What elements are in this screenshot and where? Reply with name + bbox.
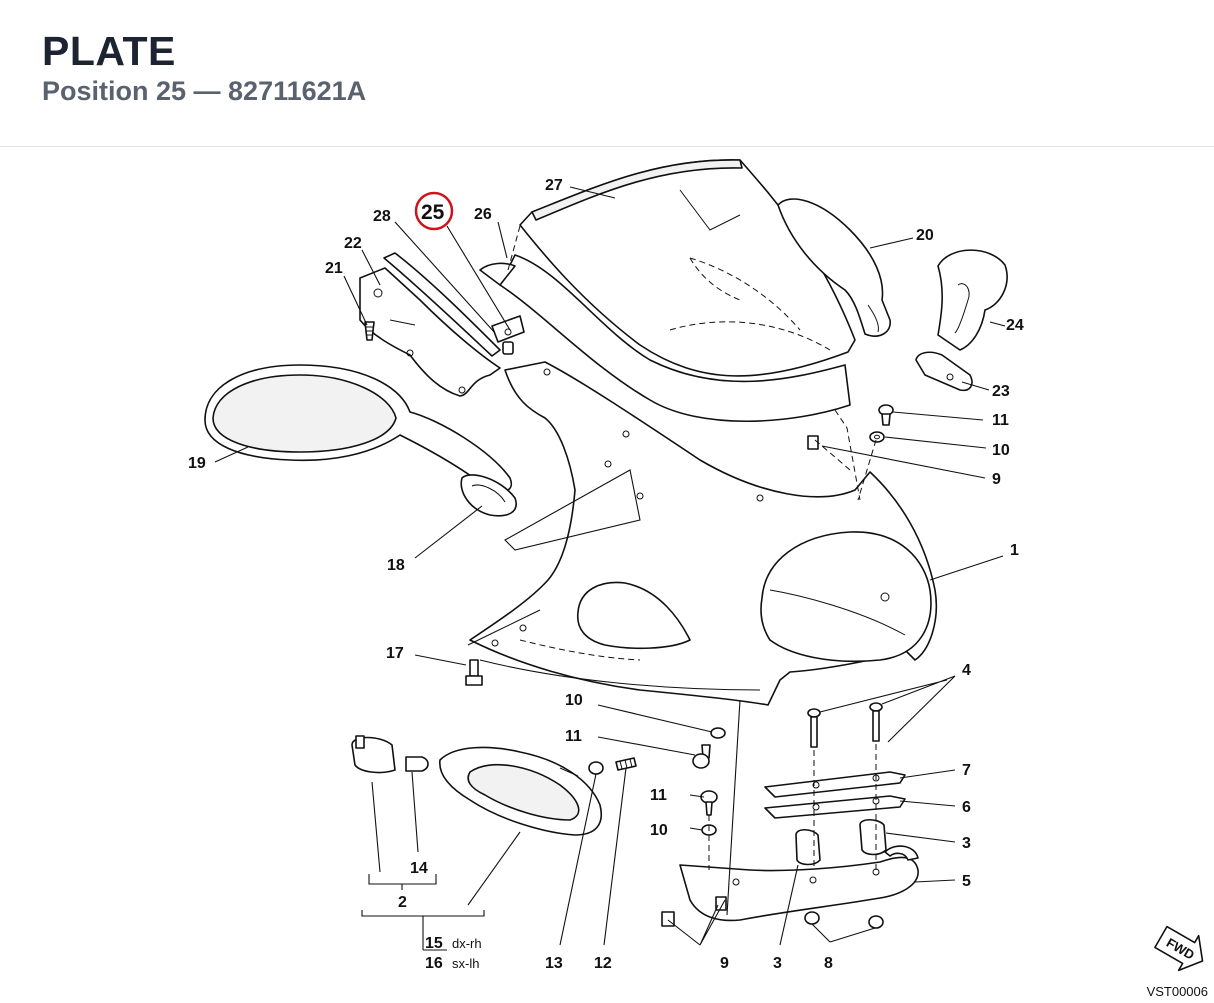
mirror-bracket-plate[interactable] [359,252,501,397]
callout-25: 25 [421,201,445,224]
washer-13[interactable] [588,761,604,775]
callout-10-lower: 10 [650,822,668,839]
fairing-upper-half[interactable] [469,361,938,706]
callout-22: 22 [344,235,362,252]
callout-2: 2 [398,894,407,911]
washer-10-right[interactable] [869,431,885,443]
rubber-3-b[interactable] [859,818,887,856]
windscreen[interactable] [519,159,856,377]
callout-21: 21 [325,260,343,277]
bulb-holder[interactable] [351,735,396,774]
screw-11-center[interactable] [692,744,711,769]
air-intake[interactable] [915,249,1008,392]
strip-6[interactable] [764,795,906,819]
callout-23: 23 [992,383,1010,400]
strip-7[interactable] [764,771,906,798]
grommet-9-right[interactable] [807,435,819,450]
callout-8: 8 [824,955,833,972]
callout-11-lower: 11 [650,787,667,804]
callout-10-center: 10 [565,692,583,709]
highlight-ring-25[interactable] [414,191,454,231]
callout-14: 14 [410,860,428,877]
leader-lines [214,186,1006,951]
callout-11-center: 11 [565,728,582,745]
screw-21[interactable] [364,321,375,341]
callout-18: 18 [387,557,405,574]
callout-4: 4 [962,662,971,679]
drawing-code: VST00006 [1146,984,1208,999]
washer-10-center[interactable] [710,727,726,739]
callout-12: 12 [594,955,612,972]
callout-3-lower: 3 [773,955,782,972]
callout-17: 17 [386,645,404,662]
callout-16: 16 [425,955,443,972]
callout-9-right: 9 [992,471,1001,488]
callout-24: 24 [1006,317,1024,334]
screw-12[interactable] [615,757,637,771]
callout-11-right: 11 [992,412,1009,429]
mirror[interactable] [204,364,517,517]
callout-28: 28 [373,208,391,225]
callout-9-lower: 9 [720,955,729,972]
callout-5: 5 [962,873,971,890]
screw-11-lower[interactable] [700,790,718,816]
callout-labels: 1 4 7 6 3 5 20 24 23 11 10 9 27 26 25 28… [188,177,1024,972]
exploded-parts-diagram: 1 4 7 6 3 5 20 24 23 11 10 9 27 26 25 28… [188,159,1204,972]
rubber-3-a[interactable] [795,828,821,866]
callout-6: 6 [962,799,971,816]
callout-20: 20 [916,227,934,244]
callout-19: 19 [188,455,206,472]
page-subtitle: Position 25 — 82711621A [42,76,367,106]
indicator-lens[interactable] [439,746,602,836]
variant-dx: dx-rh [452,936,482,951]
plate-25[interactable] [491,315,525,355]
page-header: PLATE Position 25 — 82711621A [0,0,1214,147]
screws-4[interactable] [807,702,883,748]
bulb[interactable] [405,756,429,772]
callout-13: 13 [545,955,563,972]
alignment-lines [467,225,877,916]
callout-3-right: 3 [962,835,971,852]
nuts-8[interactable] [804,911,884,929]
callout-27: 27 [545,177,563,194]
screw-11-right[interactable] [878,404,894,426]
screw-17[interactable] [465,659,483,686]
air-duct[interactable] [777,198,891,337]
callout-26: 26 [474,206,492,223]
bracket-5[interactable] [679,845,919,922]
page-title: PLATE [42,28,176,74]
callout-1: 1 [1010,542,1019,559]
callout-15: 15 [425,935,443,952]
screen-trim[interactable] [479,254,851,422]
callout-7: 7 [962,762,971,779]
fwd-arrow-icon: FWD [1154,925,1204,972]
variant-sx: sx-lh [452,956,479,971]
callout-10-right: 10 [992,442,1010,459]
